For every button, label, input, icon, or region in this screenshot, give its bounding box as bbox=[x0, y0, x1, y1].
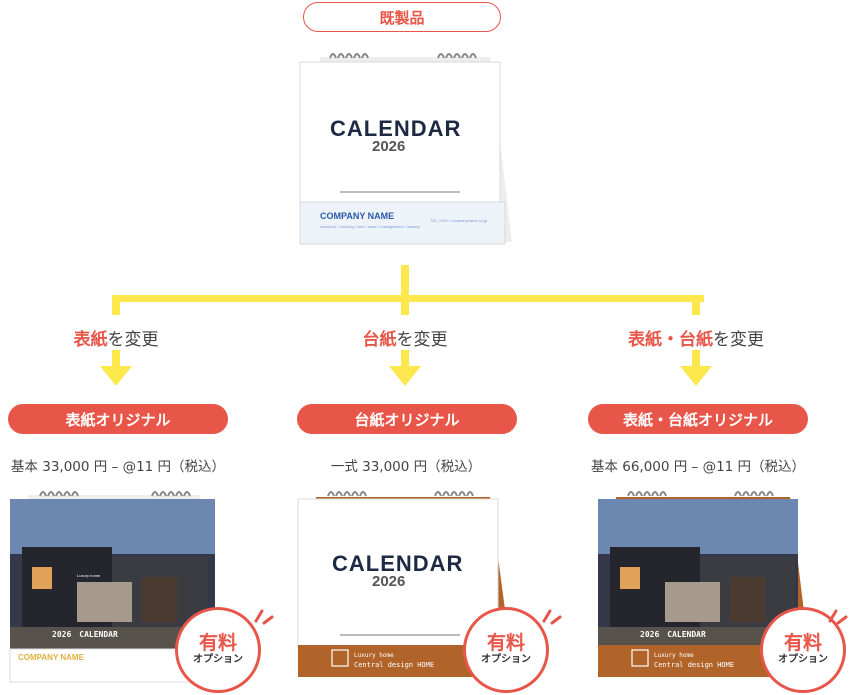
calendar-title: CALENDAR bbox=[332, 551, 464, 576]
badge-accent-icon bbox=[254, 609, 274, 625]
cover-footer-title: 2026 CALENDAR bbox=[640, 630, 706, 639]
base-line2: Central design HOME bbox=[654, 661, 734, 669]
paid-option-badge: 有料 オプション bbox=[175, 607, 261, 693]
paid-option-badge: 有料 オプション bbox=[463, 607, 549, 693]
price-base: 一式 33,000 円（税込） bbox=[330, 459, 482, 475]
price-cover: 基本 33,000 円 – @11 円（税込） bbox=[10, 459, 226, 475]
existing-product-label: 既製品 bbox=[303, 2, 501, 32]
cover-company-name: COMPANY NAME bbox=[18, 653, 85, 662]
base-line1: Luxury home bbox=[654, 652, 694, 659]
paid-option-badge: 有料 オプション bbox=[760, 607, 846, 693]
company-name: COMPANY NAME bbox=[320, 211, 394, 221]
change-label-cover-base: 表紙・台紙を変更 bbox=[628, 330, 764, 350]
down-arrow-icon bbox=[389, 366, 421, 386]
down-arrow-icon bbox=[100, 366, 132, 386]
option-base-original: 台紙オリジナル bbox=[297, 404, 517, 434]
cover-logo-text: Luxury home bbox=[77, 573, 101, 578]
calendar-year: 2026 bbox=[372, 138, 406, 155]
house-logo-icon bbox=[631, 649, 649, 667]
change-label-cover: 表紙を変更 bbox=[73, 330, 159, 350]
cover-footer-title: 2026 CALENDAR bbox=[52, 630, 118, 639]
branch-connector bbox=[100, 265, 712, 386]
badge-accent-icon bbox=[542, 609, 562, 625]
company-sub: construct / housing / new / sales / mana… bbox=[320, 224, 420, 229]
existing-calendar-image: COMPANY NAME construct / housing / new /… bbox=[299, 53, 512, 245]
down-arrow-icon bbox=[680, 366, 712, 386]
cover-base-original-calendar-image: 2026 CALENDAR Luxury home Central design… bbox=[598, 491, 812, 677]
base-line2: Central design HOME bbox=[354, 661, 434, 669]
base-original-calendar-image: Luxury home Central design HOME bbox=[297, 491, 514, 677]
calendar-title: CALENDAR bbox=[330, 116, 462, 141]
house-logo-icon bbox=[331, 649, 349, 667]
change-label-base: 台紙を変更 bbox=[362, 330, 448, 350]
base-line1: Luxury home bbox=[354, 652, 394, 659]
cover-original-calendar-image: 2026 CALENDAR Luxury home COMPANY NAME bbox=[9, 491, 224, 683]
company-contact: TEL / FAX / companyname.co.jp bbox=[430, 218, 488, 223]
calendar-year: 2026 bbox=[372, 573, 406, 590]
badge-accent-icon bbox=[828, 609, 848, 625]
price-cover-base: 基本 66,000 円 – @11 円（税込） bbox=[590, 459, 806, 475]
option-cover-base-original: 表紙・台紙オリジナル bbox=[588, 404, 808, 434]
option-cover-original: 表紙オリジナル bbox=[8, 404, 228, 434]
